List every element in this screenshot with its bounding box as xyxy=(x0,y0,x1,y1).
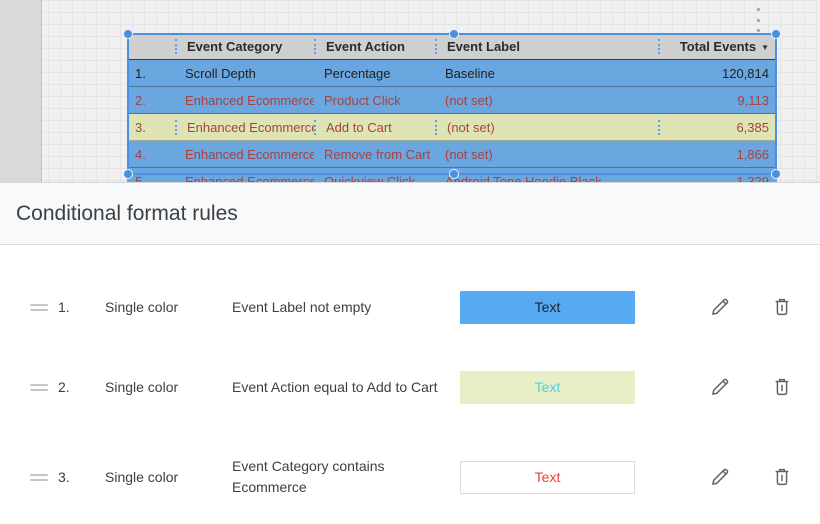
swatch-label: Text xyxy=(534,299,561,315)
table-row: 4. Enhanced Ecommerce Remove from Cart (… xyxy=(127,141,777,168)
report-canvas: Event Category Event Action Event Label … xyxy=(0,0,820,182)
pencil-icon xyxy=(712,378,729,395)
table-row: 2. Enhanced Ecommerce Product Click (not… xyxy=(127,87,777,114)
panel-title: Conditional format rules xyxy=(16,201,238,225)
cell-label: Android Tone Hoodie Black xyxy=(445,173,602,183)
rule-type: Single color xyxy=(105,379,179,395)
delete-rule-button[interactable] xyxy=(770,465,794,489)
panel-header: Conditional format rules xyxy=(0,183,820,245)
rules-list: 1. Single color Event Label not empty Te… xyxy=(0,245,820,524)
rule-row: 1. Single color Event Label not empty Te… xyxy=(0,267,820,347)
cell-category: Enhanced Ecommerce xyxy=(185,146,314,162)
cell-num: 4. xyxy=(135,146,146,162)
cell-label: (not set) xyxy=(445,146,493,162)
more-options-icon[interactable] xyxy=(752,8,764,32)
selection-handle[interactable] xyxy=(771,29,781,39)
cell-action: Product Click xyxy=(324,92,401,108)
cell-action: Remove from Cart xyxy=(324,146,431,162)
selection-handle[interactable] xyxy=(123,169,133,179)
table-row: 3. Enhanced Ecommerce Add to Cart (not s… xyxy=(127,114,777,141)
cell-action: Add to Cart xyxy=(314,119,435,135)
cell-label: Baseline xyxy=(445,65,495,81)
cell-label: (not set) xyxy=(445,92,493,108)
drag-handle-icon[interactable] xyxy=(30,381,48,394)
cell-category: Enhanced Ecommerce xyxy=(175,119,314,135)
rule-condition: Event Category contains Ecommerce xyxy=(232,458,385,495)
delete-rule-button[interactable] xyxy=(770,295,794,319)
selection-handle[interactable] xyxy=(123,29,133,39)
selection-handle[interactable] xyxy=(449,29,459,39)
cell-label: (not set) xyxy=(435,119,658,135)
pencil-icon xyxy=(712,468,729,485)
rule-index: 2. xyxy=(58,379,70,395)
rule-condition: Event Action equal to Add to Cart xyxy=(232,378,438,395)
edit-rule-button[interactable] xyxy=(708,375,732,399)
cell-total: 1,866 xyxy=(736,146,769,162)
delete-rule-button[interactable] xyxy=(770,375,794,399)
drag-handle-icon[interactable] xyxy=(30,301,48,314)
rule-index: 1. xyxy=(58,299,70,315)
cell-action: Percentage xyxy=(324,65,391,81)
color-swatch-button[interactable]: Text xyxy=(460,370,635,404)
trash-icon xyxy=(775,468,789,486)
left-panel-edge xyxy=(0,0,42,182)
header-cell-label: Event Label xyxy=(435,38,658,54)
cell-total: 120,814 xyxy=(722,65,769,81)
cell-category: Enhanced Ecommerce xyxy=(185,173,314,183)
rule-index: 3. xyxy=(58,469,70,485)
drag-handle-icon[interactable] xyxy=(30,471,48,484)
edit-rule-button[interactable] xyxy=(708,465,732,489)
sort-desc-icon: ▼ xyxy=(761,42,769,52)
rule-row: 3. Single color Event Category contains … xyxy=(0,427,820,524)
trash-icon xyxy=(775,378,789,396)
rule-row: 2. Single color Event Action equal to Ad… xyxy=(0,347,820,427)
cell-total: 1,329 xyxy=(736,173,769,183)
cell-num: 2. xyxy=(135,92,146,108)
cell-category: Enhanced Ecommerce xyxy=(185,92,314,108)
data-table[interactable]: Event Category Event Action Event Label … xyxy=(127,33,777,182)
cell-num: 5. xyxy=(135,173,146,183)
color-swatch-button[interactable]: Text xyxy=(460,290,635,324)
cell-num: 1. xyxy=(135,65,146,81)
edit-rule-button[interactable] xyxy=(708,295,732,319)
table-row: 1. Scroll Depth Percentage Baseline 120,… xyxy=(127,60,777,87)
color-swatch-button[interactable]: Text xyxy=(460,460,635,494)
selection-handle[interactable] xyxy=(449,169,459,179)
rule-condition: Event Label not empty xyxy=(232,298,372,315)
header-cell-total[interactable]: Total Events▼ xyxy=(658,38,777,54)
swatch-label: Text xyxy=(534,379,561,395)
cell-total: 6,385 xyxy=(658,119,777,135)
selection-handle[interactable] xyxy=(771,169,781,179)
rule-type: Single color xyxy=(105,469,179,485)
pencil-icon xyxy=(712,298,729,315)
cell-total: 9,113 xyxy=(737,92,769,108)
cell-action: Quickview Click xyxy=(324,173,416,183)
rule-type: Single color xyxy=(105,299,179,315)
trash-icon xyxy=(775,298,789,316)
cell-num: 3. xyxy=(135,119,146,135)
cell-category: Scroll Depth xyxy=(185,65,256,81)
conditional-format-panel: Conditional format rules 1. Single color… xyxy=(0,182,820,524)
swatch-label: Text xyxy=(534,469,561,485)
header-cell-action: Event Action xyxy=(314,38,435,54)
header-cell-category: Event Category xyxy=(175,38,314,54)
